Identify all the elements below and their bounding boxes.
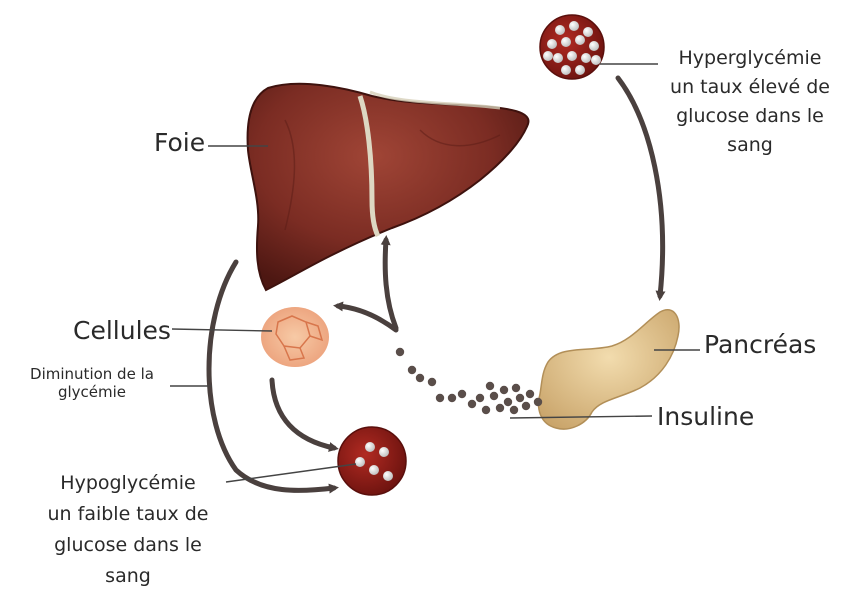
glucose-molecule xyxy=(575,65,585,75)
cells-illustration xyxy=(261,307,329,367)
insulin-dot xyxy=(526,390,534,398)
glucose-molecule xyxy=(555,25,565,35)
hypoglycemia-blood-cell xyxy=(338,427,406,495)
insulin-dot xyxy=(408,366,416,374)
glucose-molecule xyxy=(569,21,579,31)
glucose-molecule xyxy=(575,35,585,45)
insulin-dot xyxy=(496,404,504,412)
insulin-dot xyxy=(512,384,520,392)
insulin-dot xyxy=(516,394,524,402)
insulin-dot xyxy=(416,374,424,382)
glucose-molecule xyxy=(581,53,591,63)
insulin-dot xyxy=(504,398,512,406)
insulin-dot xyxy=(490,392,498,400)
glucose-molecule xyxy=(543,51,553,61)
insulin-dot xyxy=(500,386,508,394)
hypo-line-4: sang xyxy=(34,561,222,592)
diminution-line-1: Diminution de la xyxy=(12,366,172,384)
insulin-dot xyxy=(522,402,530,410)
glucose-molecule xyxy=(591,55,601,65)
insulin-dot xyxy=(396,348,404,356)
insulin-dot xyxy=(476,394,484,402)
label-diminution-glycemie: Diminution de la glycémie xyxy=(12,366,172,401)
label-insuline: Insuline xyxy=(657,402,754,432)
label-hyperglycemie: Hyperglycémie un taux élevé de glucose d… xyxy=(660,44,840,160)
glucose-molecule xyxy=(561,37,571,47)
hypo-line-1: Hypoglycémie xyxy=(34,468,222,499)
glucose-molecule xyxy=(567,51,577,61)
insulin-dot xyxy=(486,382,494,390)
insulin-dot xyxy=(468,400,476,408)
glucose-molecule xyxy=(589,41,599,51)
insulin-dot xyxy=(448,394,456,402)
liver-illustration xyxy=(248,84,529,290)
diminution-line-2: glycémie xyxy=(12,384,172,402)
hypo-line-3: glucose dans le xyxy=(34,530,222,561)
glucose-molecule xyxy=(583,27,593,37)
glucose-molecule xyxy=(553,53,563,63)
hypo-line-2: un faible taux de xyxy=(34,499,222,530)
insulin-dot xyxy=(428,378,436,386)
glucose-molecule xyxy=(561,65,571,75)
hyper-line-4: sang xyxy=(660,131,840,160)
label-hypoglycemie: Hypoglycémie un faible taux de glucose d… xyxy=(34,468,222,592)
insulin-dot xyxy=(482,406,490,414)
hyper-line-3: glucose dans le xyxy=(660,102,840,131)
label-foie: Foie xyxy=(154,128,205,158)
insulin-dot xyxy=(534,398,542,406)
glucose-molecule xyxy=(547,39,557,49)
label-pancreas: Pancréas xyxy=(704,330,816,360)
insulin-dot xyxy=(510,406,518,414)
label-cellules: Cellules xyxy=(73,316,171,346)
hyper-line-1: Hyperglycémie xyxy=(660,44,840,73)
insulin-molecules xyxy=(396,348,542,414)
hyperglycemia-blood-cell xyxy=(540,15,604,79)
insulin-dot xyxy=(436,394,444,402)
hyper-line-2: un taux élevé de xyxy=(660,73,840,102)
insulin-dot xyxy=(458,390,466,398)
